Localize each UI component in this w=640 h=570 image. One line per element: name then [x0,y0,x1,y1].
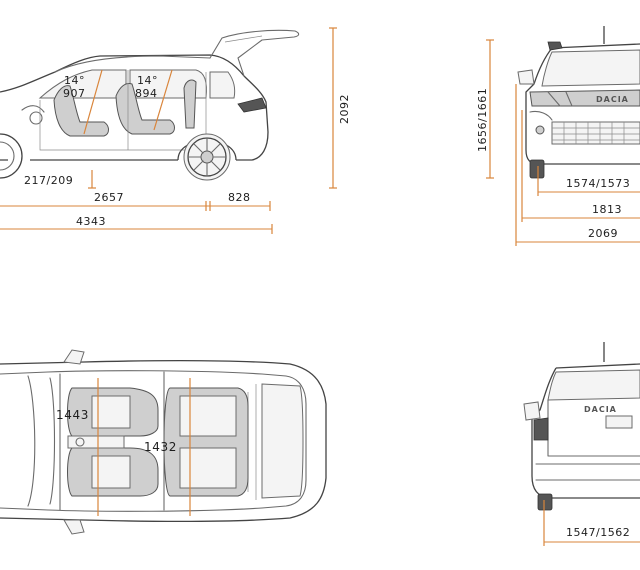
side-view: 14° 907 14° 894 2092 217/209 2657 828 43… [0,27,351,234]
top-front-seats [67,387,159,497]
side-open-tailgate [209,29,300,77]
front-width-label: 1813 [592,203,622,216]
rear-track-label: 1547/1562 [566,526,630,539]
side-seat-rear [115,83,175,135]
side-ground-clearance-label: 217/209 [24,174,73,187]
rear-brand-lettering: DACIA [584,405,617,414]
top-rear-seats [163,387,249,497]
rear-window [547,369,640,401]
rear-view: DACIA 1547/1562 [523,342,640,546]
side-roof-line [54,55,211,73]
front-height-label: 1656/1661 [476,88,489,152]
side-seat-front [53,85,109,137]
side-headroom-front-label: 907 [63,87,86,100]
side-headroom-rear-label: 894 [135,87,158,100]
svg-text:DACIA: DACIA [596,95,629,104]
top-body-outline [0,360,327,522]
side-headroom-front-line [83,69,103,135]
front-view: DACIA 1656/1661 1574/1573 1813 2069 [476,26,640,246]
top-mirror-right [63,519,85,535]
side-front-wheel [0,133,23,179]
side-length-label: 4343 [76,215,106,228]
top-cargo-area [261,383,304,499]
front-track-label: 1574/1573 [566,177,630,190]
side-rear-overhang-label: 828 [228,191,251,204]
front-mirror [517,69,535,85]
side-angle-rear-label: 14° [137,74,158,87]
side-angle-front-label: 14° [64,74,85,87]
top-view: 1443 1432 [0,349,327,535]
front-width-mirrors-label: 2069 [588,227,618,240]
side-window-quarter [209,71,236,99]
rear-mirror [523,401,541,421]
top-rear-elbow-label: 1432 [144,440,177,454]
side-height-label: 2092 [338,94,351,124]
top-mirror-left [63,349,85,365]
front-windshield [541,49,640,87]
side-wheelbase-label: 2657 [94,191,124,204]
side-rear-wheel [177,133,237,181]
side-body-outline [0,54,269,161]
side-headroom-rear-line [153,69,173,131]
top-front-elbow-label: 1443 [56,408,89,422]
